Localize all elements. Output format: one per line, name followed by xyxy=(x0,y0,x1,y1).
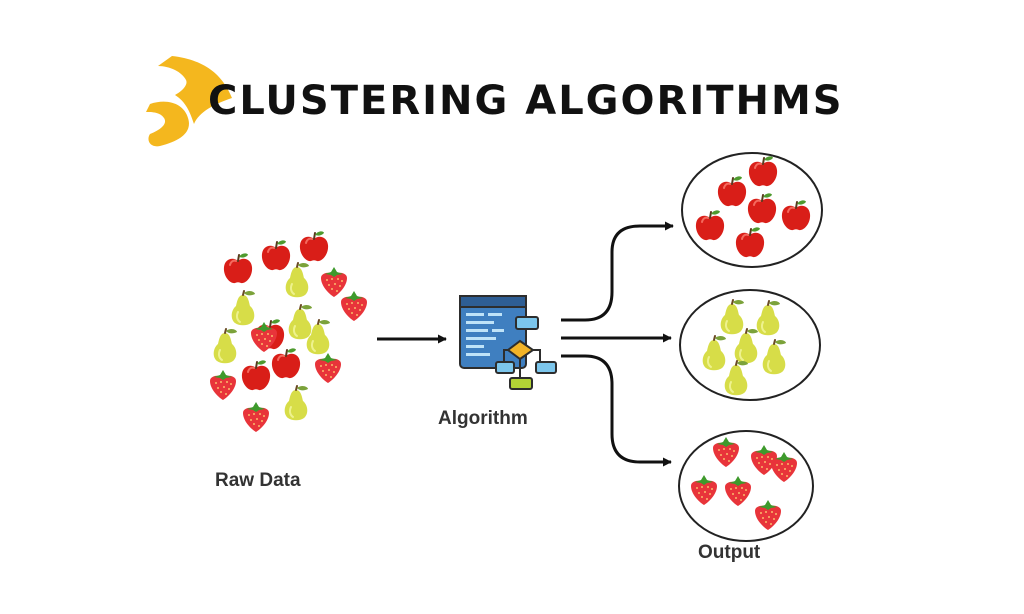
apple-cluster-circle xyxy=(681,152,823,268)
strawberry-icon xyxy=(341,291,367,321)
apple-icon xyxy=(780,199,812,232)
pear-icon xyxy=(284,262,310,299)
raw-data-scatter xyxy=(210,230,367,432)
pear-icon xyxy=(230,290,256,327)
flow-arrows xyxy=(377,221,674,467)
output-clusters xyxy=(678,152,823,542)
apple-icon xyxy=(716,175,748,208)
strawberry-icon xyxy=(713,437,739,467)
pear-icon xyxy=(283,385,309,422)
strawberry-icon xyxy=(725,476,751,506)
strawberry-icon xyxy=(691,475,717,505)
algorithm-label: Algorithm xyxy=(438,408,528,429)
flowchart-code-icon xyxy=(459,295,557,390)
arrow-to-strawberry-cluster xyxy=(561,354,672,467)
pear-icon xyxy=(755,300,781,337)
strawberry-cluster xyxy=(691,437,797,530)
apple-icon xyxy=(240,359,272,392)
apple-icon xyxy=(270,347,302,380)
strawberry-cluster-circle xyxy=(678,430,814,542)
page-title: CLUSTERING ALGORITHMS xyxy=(208,78,844,124)
pear-icon xyxy=(719,299,745,336)
raw-data-label: Raw Data xyxy=(215,470,301,491)
apple-icon xyxy=(746,192,778,225)
pear-icon xyxy=(761,339,787,376)
chevron-brand-logo xyxy=(146,56,232,147)
pear-icon xyxy=(701,335,727,372)
strawberry-icon xyxy=(755,500,781,530)
pear-cluster-circle xyxy=(679,289,821,401)
apple-icon xyxy=(260,239,292,272)
strawberry-icon xyxy=(315,353,341,383)
apple-icon xyxy=(734,226,766,259)
apple-cluster xyxy=(694,155,812,259)
output-label: Output xyxy=(698,542,761,563)
apple-icon xyxy=(222,252,254,285)
arrow-to-apple-cluster xyxy=(561,221,674,322)
apple-icon xyxy=(298,230,330,263)
strawberry-icon xyxy=(321,267,347,297)
strawberry-icon xyxy=(210,370,236,400)
apple-icon xyxy=(747,155,779,188)
apple-icon xyxy=(694,209,726,242)
pear-icon xyxy=(733,328,759,365)
pear-icon xyxy=(212,328,238,365)
strawberry-icon xyxy=(243,402,269,432)
pear-icon xyxy=(723,360,749,397)
pear-cluster xyxy=(701,299,787,397)
pear-icon xyxy=(287,304,313,341)
